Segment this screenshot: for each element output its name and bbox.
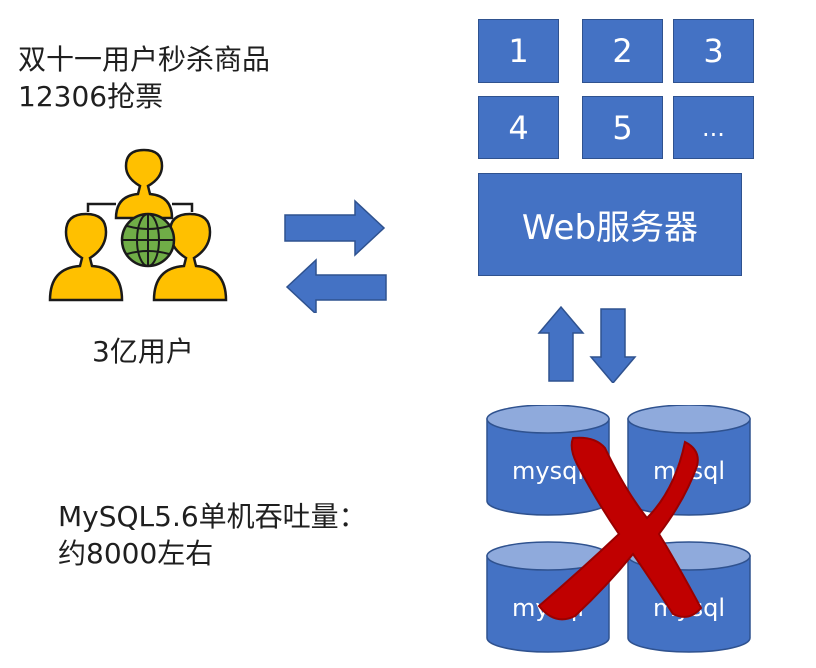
- server-box-3: 3: [673, 19, 754, 83]
- request-response-arrows-icon: [284, 199, 387, 313]
- link-line-left: [86, 202, 116, 212]
- server-box-1: 1: [478, 19, 559, 83]
- link-line-right: [172, 202, 194, 212]
- arrow-down-icon: [589, 308, 637, 383]
- server-box-4: 4: [478, 96, 559, 159]
- arrow-right-icon: [284, 199, 386, 257]
- web-db-arrows-icon: [537, 305, 637, 383]
- users-label: 3亿用户: [92, 335, 194, 368]
- mysql-note-line-2: 约8000左右: [58, 537, 214, 570]
- users-group-icon: [48, 148, 228, 302]
- web-server-box: Web服务器: [478, 173, 742, 276]
- server-box-2: 2: [582, 19, 663, 83]
- arrow-up-icon: [537, 305, 585, 382]
- server-box-more: ...: [673, 96, 754, 159]
- scenario-line-1: 双十一用户秒杀商品: [18, 43, 271, 76]
- arrow-left-icon: [285, 258, 387, 313]
- mysql-note-line-1: MySQL5.6单机吞吐量：: [58, 500, 367, 533]
- globe-icon: [120, 212, 176, 268]
- scenario-line-2: 12306抢票: [18, 80, 164, 113]
- cross-mark-icon: [537, 436, 703, 621]
- server-box-5: 5: [582, 96, 663, 159]
- user-figure-left: [48, 212, 124, 302]
- user-figure-top: [114, 148, 174, 220]
- mysql-label: mysql: [512, 457, 584, 485]
